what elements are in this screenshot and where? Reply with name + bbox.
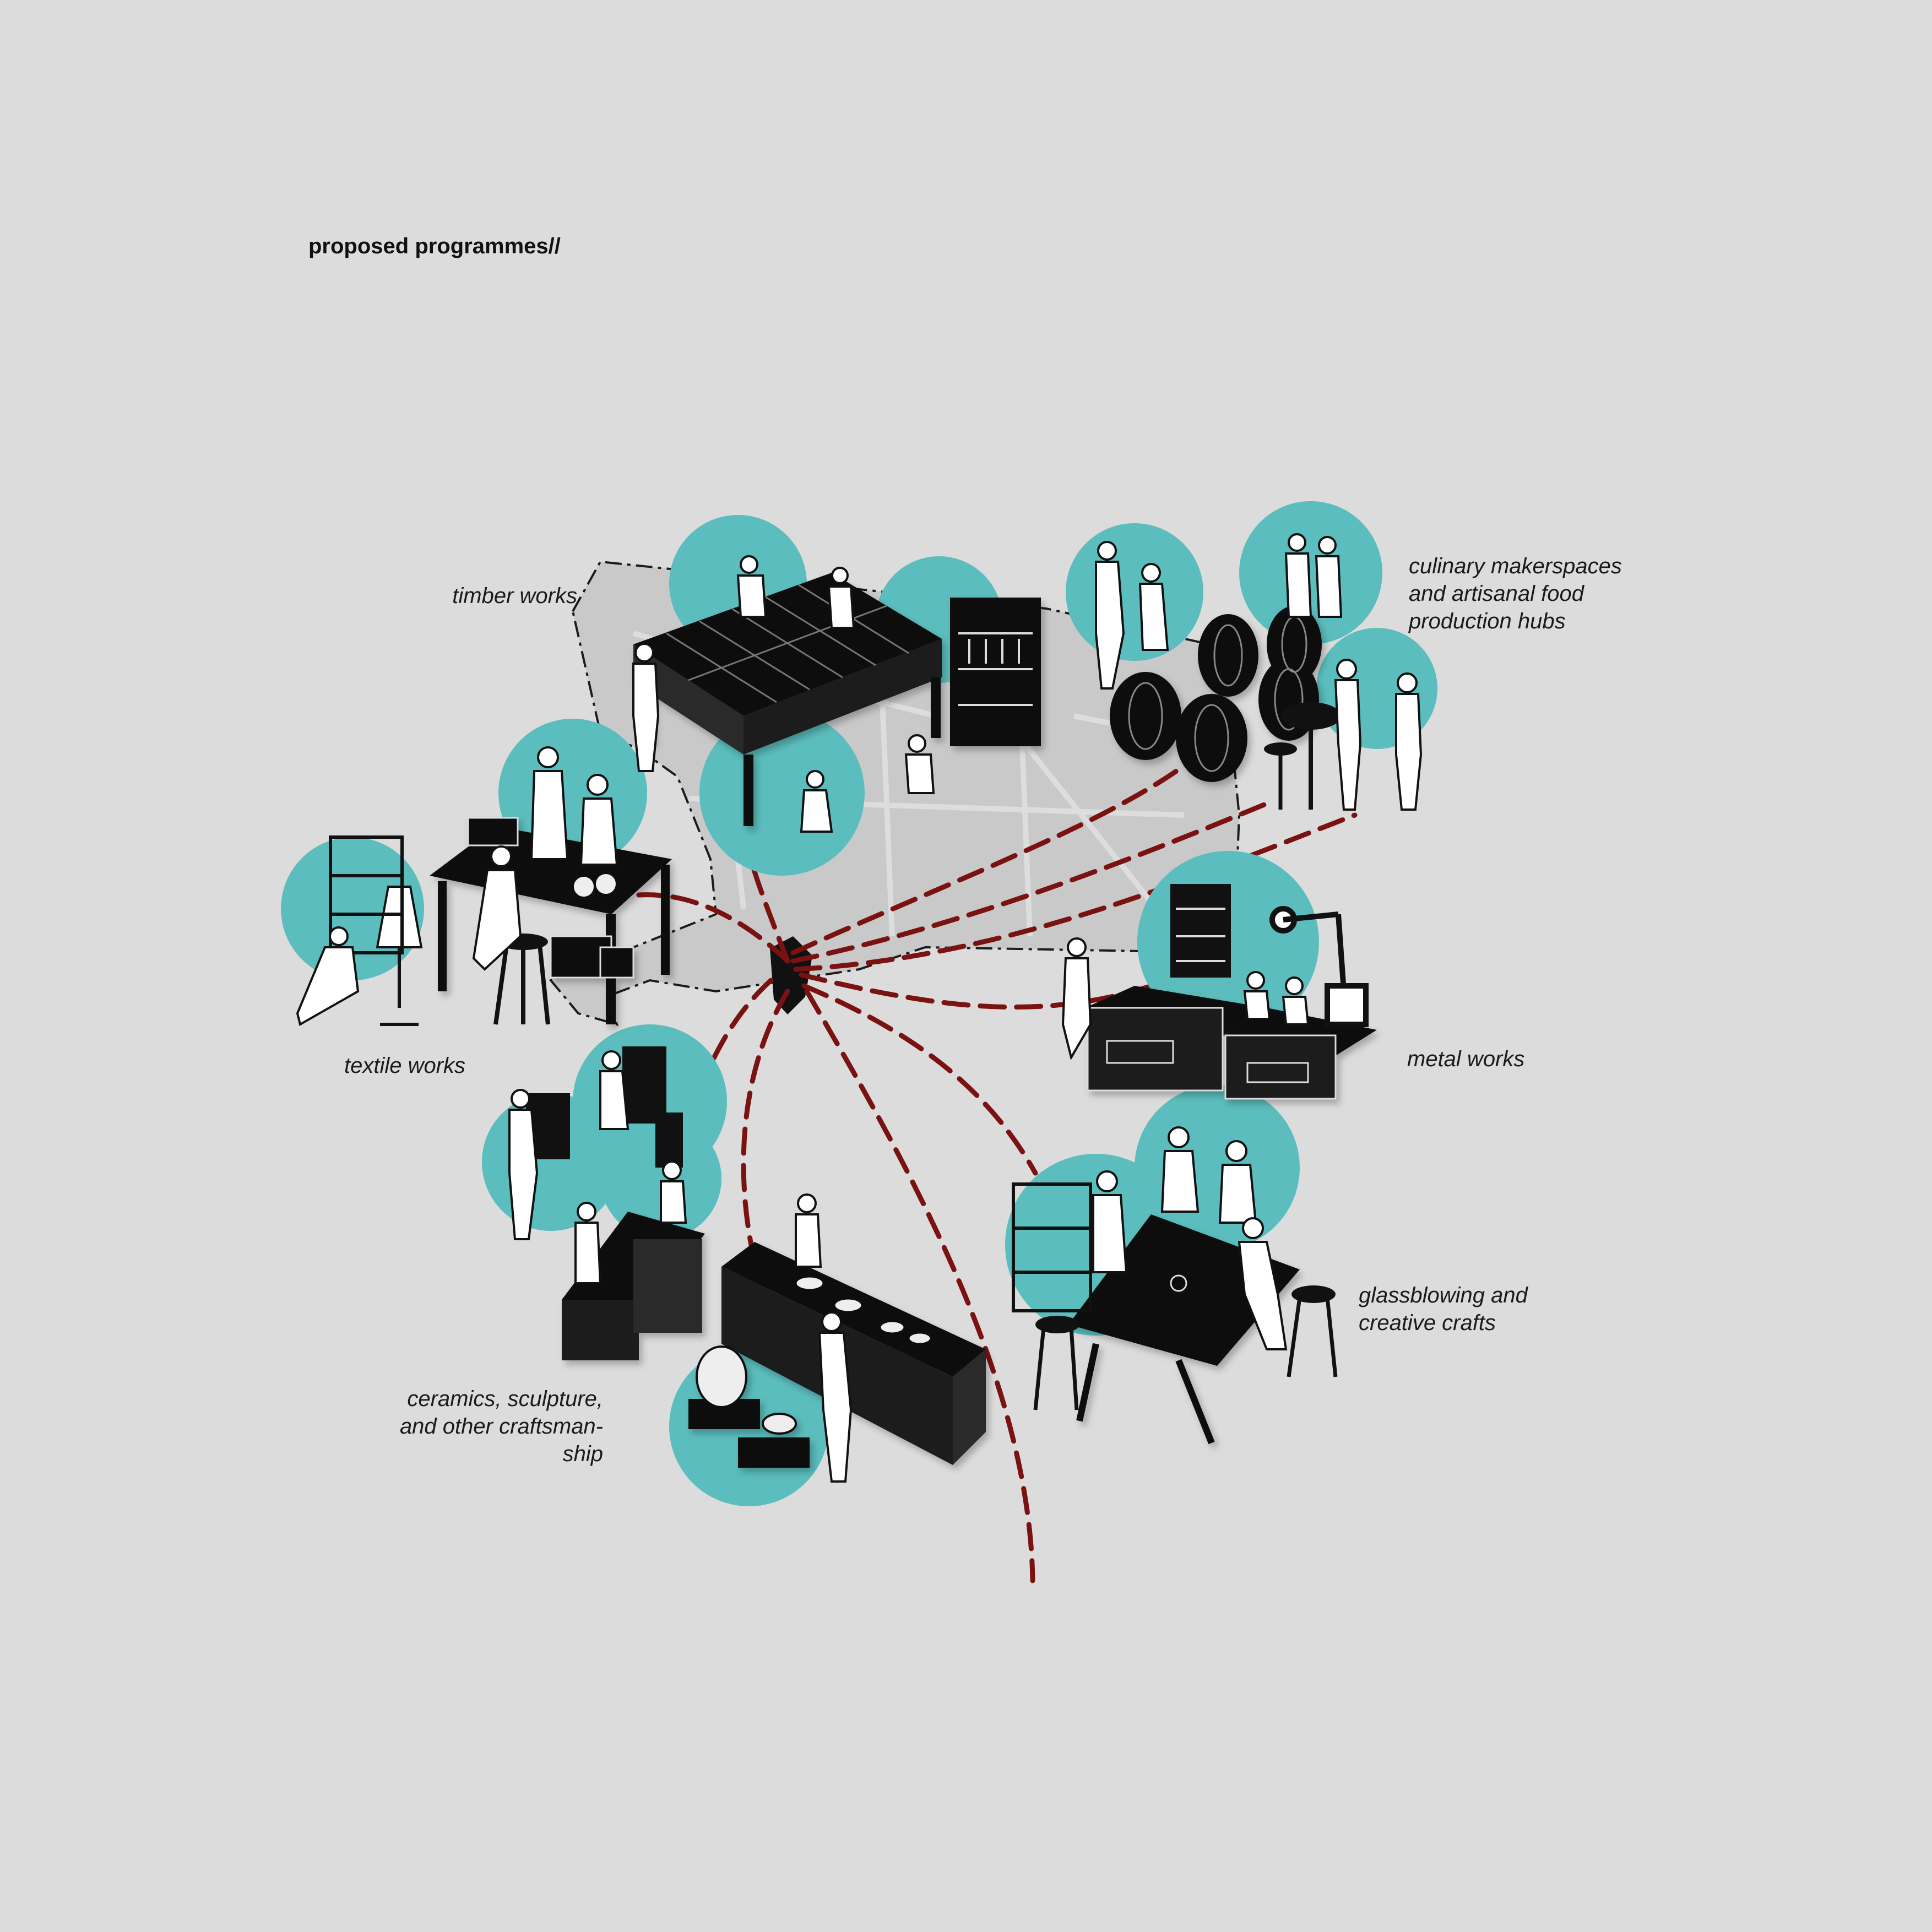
figures [296,533,1423,1483]
figure-culinary-2 [1138,563,1169,651]
figure-glass-3 [1218,1140,1257,1224]
connector-metal [799,972,1170,1010]
figure-textile-1 [530,746,569,860]
culinary-circle-1 [1066,523,1203,661]
figure-metal-2 [1243,971,1271,1020]
label-metal-works: metal works [1407,1047,1525,1071]
figure-ceramics-5 [795,1193,822,1268]
label-textile-works: textile works [344,1054,466,1078]
figure-ceramics-3 [574,1202,602,1284]
figure-glass-1 [1092,1170,1128,1273]
timber-workbench [633,573,942,826]
robot-arm [1269,906,1369,1027]
figure-culinary-3 [1284,533,1312,618]
connector-ceramics-1 [741,989,790,1286]
page-title: proposed programmes// [308,234,561,258]
figure-timber-4 [800,770,833,833]
figure-timber-2 [736,555,767,618]
label-glassblowing: glassblowing and creative crafts [1359,1283,1528,1335]
figure-culinary-6 [1395,672,1423,811]
ceramics-table [562,1212,705,1360]
figure-metal-3 [1282,976,1310,1025]
timber-tool-rack [950,598,1041,746]
connector-culinary-3 [793,812,1358,972]
figure-ceramics-1 [508,1089,539,1240]
figure-timber-1 [632,643,660,772]
figure-glass-2 [1160,1126,1200,1213]
figure-textile-4 [296,926,360,1027]
figure-ceramics-6 [818,1311,853,1483]
ceramics-circle-3 [600,1118,721,1239]
label-ceramics: ceramics, sculpture, and other craftsman… [399,1387,603,1466]
figure-ceramics-4 [660,1160,687,1224]
figure-glass-4 [1238,1217,1288,1350]
metal-tool-rack [1170,884,1231,978]
figure-metal-1 [1061,937,1092,1061]
connector-culinary-1 [790,763,1187,956]
figure-textile-2 [579,774,618,866]
glass-shelf-cart [1012,1182,1092,1312]
connector-textile [636,892,790,964]
culinary-tables [1264,702,1341,810]
figure-textile-3 [472,845,522,971]
label-timber-works: timber works [452,584,577,608]
figure-timber-3 [827,567,855,629]
figure-culinary-5 [1334,659,1362,811]
figure-culinary-4 [1315,536,1343,618]
connector-south [804,989,1035,1583]
glass-stools [1033,1285,1338,1410]
figure-ceramics-2 [599,1050,629,1130]
figure-culinary-1 [1095,541,1125,690]
metal-benches [1085,986,1377,1100]
connector-culinary-2 [790,799,1275,964]
label-culinary: culinary makerspaces and artisanal food … [1409,554,1622,633]
connector-glass [801,983,1038,1176]
textile-trolley [329,835,404,954]
culinary-circle-2 [1239,501,1382,644]
pottery-wheels [688,1345,810,1468]
programme-connectors [636,763,1358,1583]
figure-timber-5 [904,734,935,794]
